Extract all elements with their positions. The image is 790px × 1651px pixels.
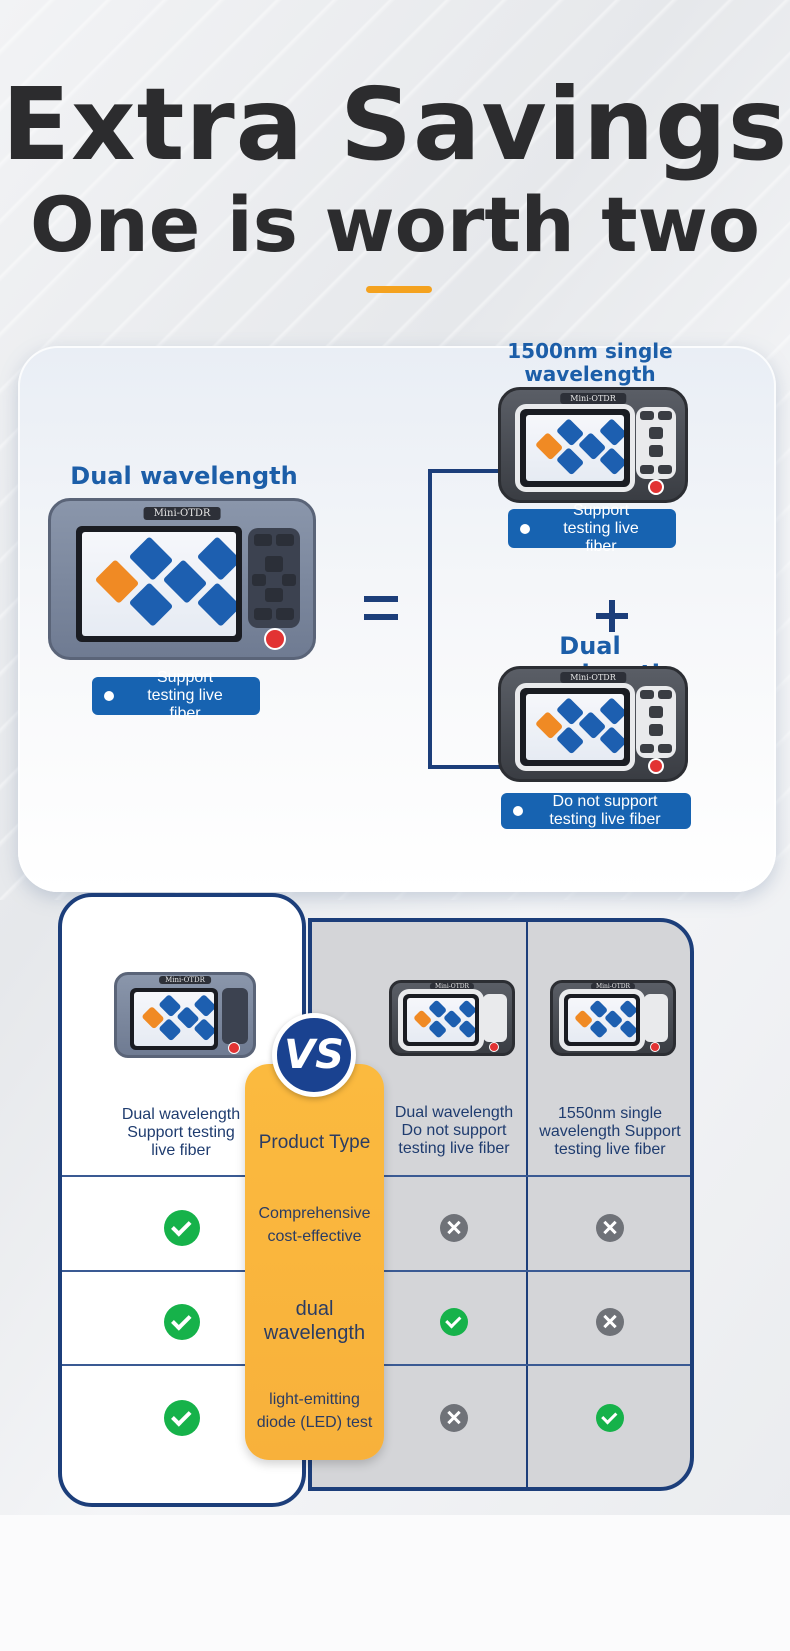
power-icon — [228, 1042, 240, 1054]
equals-sign — [364, 596, 398, 622]
power-icon — [648, 758, 664, 774]
feature-label-3: light-emitting diode (LED) test — [256, 1391, 373, 1431]
right-top-feature-badge: Support testing live fiber — [508, 502, 676, 555]
power-icon — [650, 1042, 660, 1052]
left-product-title: Dual wavelength — [70, 462, 298, 490]
feature-label-1: Comprehensive cost-effective — [258, 1205, 371, 1245]
table-device-1: Mini-OTDR — [114, 972, 256, 1058]
product-name-2: Dual wavelength Do not support testing l… — [394, 1104, 514, 1157]
device-screen — [407, 998, 475, 1042]
bullet-icon — [520, 523, 530, 534]
left-feature-badge: Support testing live fiber — [92, 669, 260, 722]
device-label: Mini-OTDR — [560, 393, 626, 404]
check-icon — [440, 1308, 468, 1336]
device-label: Mini-OTDR — [429, 983, 475, 990]
column-divider — [526, 922, 528, 1487]
device-screen — [526, 694, 624, 760]
check-icon — [164, 1304, 200, 1340]
right-bottom-feature-badge: Do not support testing live fiber — [501, 793, 691, 829]
device-label: Mini-OTDR — [560, 672, 626, 683]
device-screen — [134, 992, 214, 1046]
product-name-1: Dual wavelength Support testing live fib… — [121, 1106, 241, 1159]
check-icon — [596, 1404, 624, 1432]
device-screen — [568, 998, 636, 1042]
power-icon — [648, 479, 664, 495]
product-name-3: 1550nm single wavelength Support testing… — [539, 1105, 681, 1158]
table-device-3: Mini-OTDR — [550, 980, 676, 1056]
check-icon — [164, 1400, 200, 1436]
orange-divider — [366, 286, 432, 293]
bullet-icon — [513, 806, 523, 816]
cross-icon — [440, 1404, 468, 1432]
table-device-2: Mini-OTDR — [389, 980, 515, 1056]
device-label: Mini-OTDR — [143, 507, 221, 520]
product-type-header: Product Type — [258, 1132, 371, 1153]
plus-sign — [596, 600, 628, 632]
device-dual-wavelength-no-live: Mini-OTDR — [498, 666, 688, 782]
cross-icon — [440, 1214, 468, 1242]
check-icon — [164, 1210, 200, 1246]
right-top-title: 1500nm single wavelength — [507, 339, 673, 386]
device-label: Mini-OTDR — [159, 976, 211, 984]
device-screen — [82, 532, 236, 636]
bullet-icon — [104, 691, 114, 701]
bottom-band — [0, 1515, 790, 1651]
device-screen — [526, 415, 624, 481]
device-dual-wavelength-live: Mini-OTDR — [48, 498, 316, 660]
device-1500nm-single: Mini-OTDR — [498, 387, 688, 503]
product-type-column — [245, 1064, 384, 1460]
headline: Extra Savings One is worth two — [0, 70, 790, 268]
cross-icon — [596, 1308, 624, 1336]
cross-icon — [596, 1214, 624, 1242]
device-label: Mini-OTDR — [590, 983, 636, 990]
power-icon — [489, 1042, 499, 1052]
feature-label-2: dual wavelength — [263, 1298, 366, 1344]
headline-line-2: One is worth two — [29, 180, 760, 269]
vs-badge: VS — [272, 1013, 356, 1097]
grouping-bracket — [428, 469, 504, 769]
headline-line-1: Extra Savings — [1, 66, 789, 183]
power-icon — [264, 628, 286, 650]
